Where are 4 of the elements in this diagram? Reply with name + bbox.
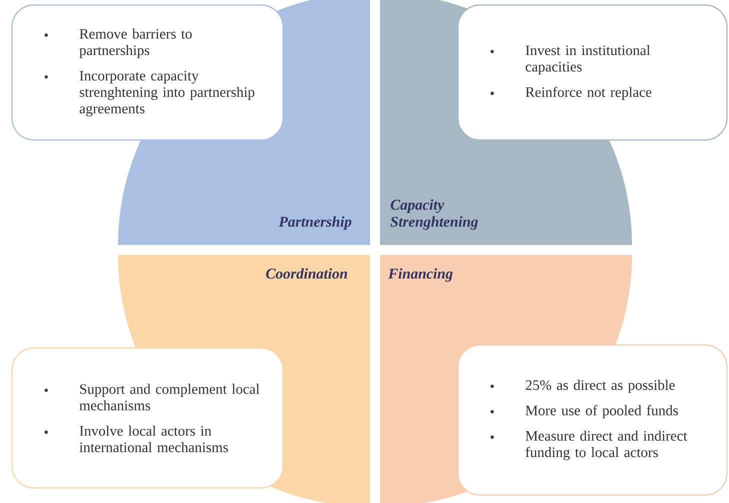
text-box: Support and complement local mechanisms Involve local actors in international mechanisms — [11, 347, 284, 489]
text-box: Remove barriers to partnerships Incorporate capacity strenghtening into partnership agreements — [11, 4, 284, 141]
text-box: Invest in institutional capacities Reinforce not replace — [457, 4, 728, 141]
text-box: 25% as direct as possible More use of pooled funds Measure direct and indirect funding to local actors — [457, 344, 728, 496]
